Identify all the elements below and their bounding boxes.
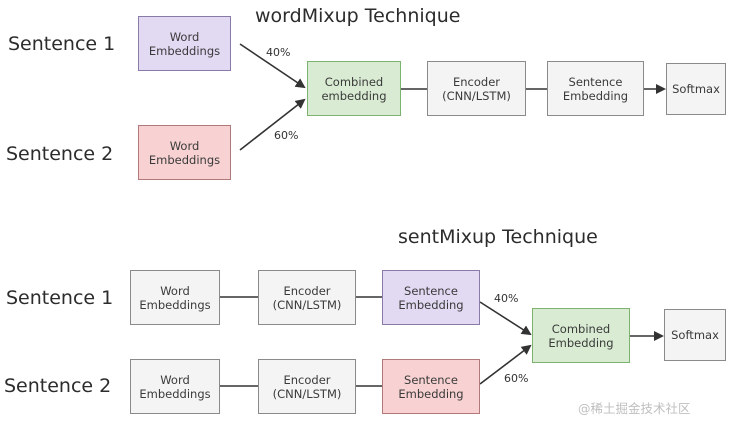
wordmixup-weight-60: 60% [274,129,299,142]
sentmixup-row2-encoder: Encoder(CNN/LSTM) [258,359,356,414]
sentmixup-weight-40: 40% [494,292,519,305]
sentmixup-sentence-2-label: Sentence 2 [4,375,112,397]
arrow-se1-to-combined [479,301,532,336]
wordmixup-sentence-1-label: Sentence 1 [8,33,116,55]
wordmixup-title: wordMixup Technique [255,5,461,27]
wordmixup-encoder: Encoder(CNN/LSTM) [427,61,526,116]
wordmixup-sentence-2-label: Sentence 2 [6,143,114,165]
arrow-we2-to-combined [239,98,306,151]
sentmixup-weight-60: 60% [504,372,529,385]
wordmixup-weight-40: 40% [266,46,291,59]
wordmixup-softmax: Softmax [666,63,726,115]
sentmixup-row1-encoder: Encoder(CNN/LSTM) [258,270,356,325]
sentmixup-title: sentMixup Technique [398,226,598,248]
arrow-we1-to-combined [239,43,306,89]
arrow-se2-to-combined [479,344,532,385]
sentmixup-sentence-1-label: Sentence 1 [6,287,114,309]
watermark: @稀土掘金技术社区 [578,401,691,416]
sentmixup-softmax: Softmax [664,309,726,361]
